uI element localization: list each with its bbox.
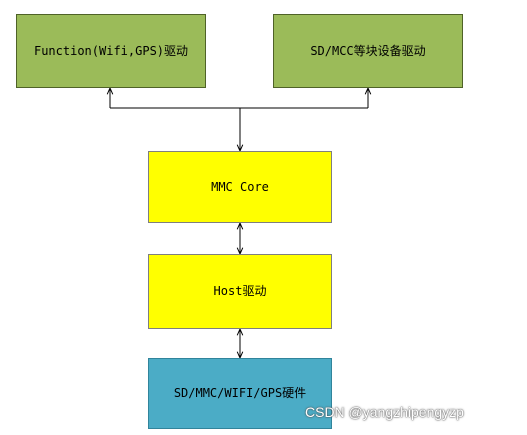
bus-connector xyxy=(110,88,368,151)
block-device-driver-label: SD/MCC等块设备驱动 xyxy=(310,43,426,58)
hardware-label: SD/MMC/WIFI/GPS硬件 xyxy=(173,386,307,400)
function-driver-box: Function(Wifi,GPS)驱动 xyxy=(16,14,206,88)
host-driver-label: Host驱动 xyxy=(213,284,267,298)
mmc-core-box: MMC Core xyxy=(148,151,332,223)
host-driver-box: Host驱动 xyxy=(148,254,332,329)
hardware-box: SD/MMC/WIFI/GPS硬件 xyxy=(148,358,332,429)
mmc-core-label: MMC Core xyxy=(211,179,269,194)
function-driver-label: Function(Wifi,GPS)驱动 xyxy=(33,43,189,58)
block-device-driver-box: SD/MCC等块设备驱动 xyxy=(273,14,463,88)
watermark: CSDN @yangzhipengyzp xyxy=(305,404,464,420)
